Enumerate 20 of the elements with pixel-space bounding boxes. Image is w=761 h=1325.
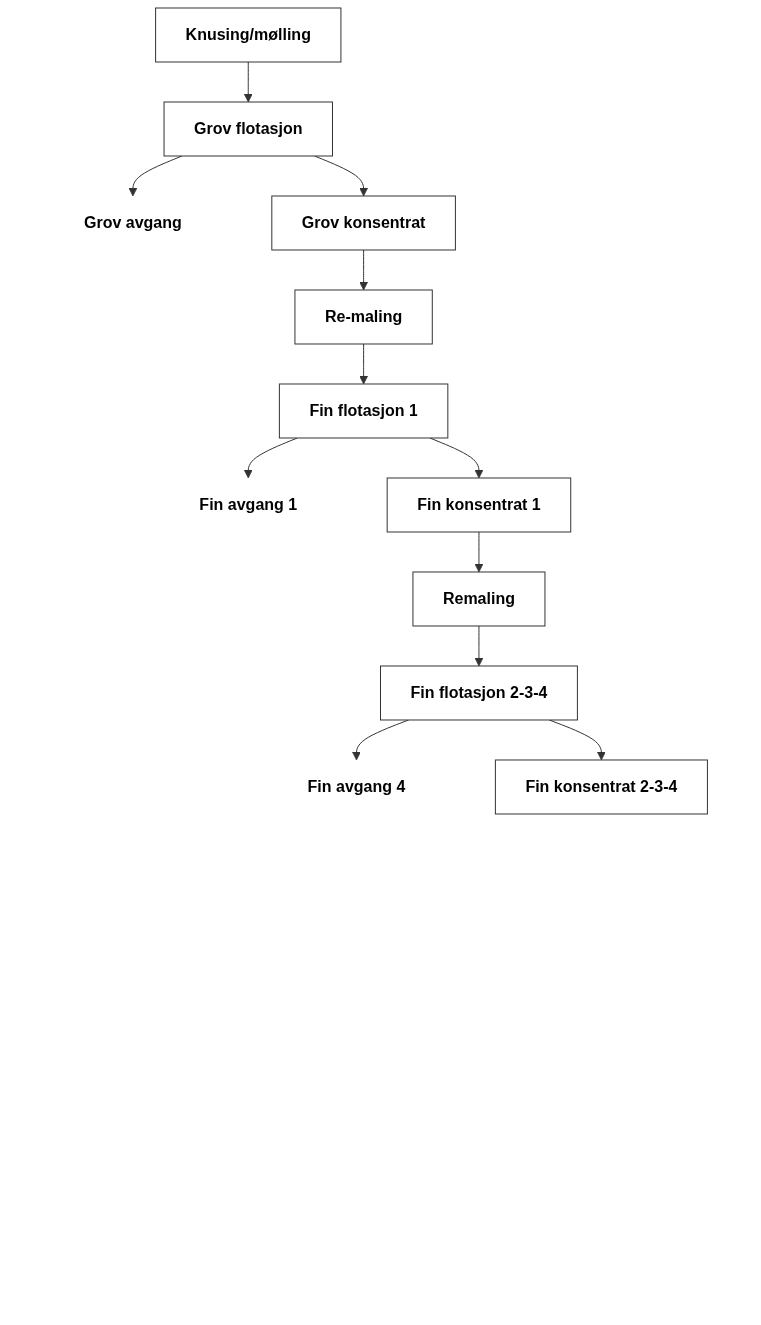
node-box: Grov konsentrat (271, 195, 456, 251)
arrow (359, 343, 368, 385)
arrow (474, 531, 484, 573)
node-box: Grov flotasjon (163, 101, 333, 157)
arrow (351, 719, 409, 761)
node-box: Fin konsentrat 1 (386, 477, 571, 533)
arrow (243, 61, 253, 103)
node-text: Fin avgang 4 (307, 777, 406, 795)
node-box: Fin flotasjon 1 (278, 383, 449, 439)
arrow (474, 625, 484, 667)
node-box: Knusing/mølling (154, 7, 342, 63)
arrow (359, 249, 368, 291)
node-text: Fin avgang 1 (199, 495, 297, 513)
node-box: Remaling (412, 571, 546, 627)
arrow (243, 437, 298, 479)
node-text: Grov avgang (83, 214, 182, 231)
arrow (429, 437, 484, 479)
node-box: Fin flotasjon 2-3-4 (379, 665, 578, 721)
node-box: Re-maling (294, 289, 433, 345)
node-box: Fin konsentrat 2-3-4 (494, 759, 708, 815)
